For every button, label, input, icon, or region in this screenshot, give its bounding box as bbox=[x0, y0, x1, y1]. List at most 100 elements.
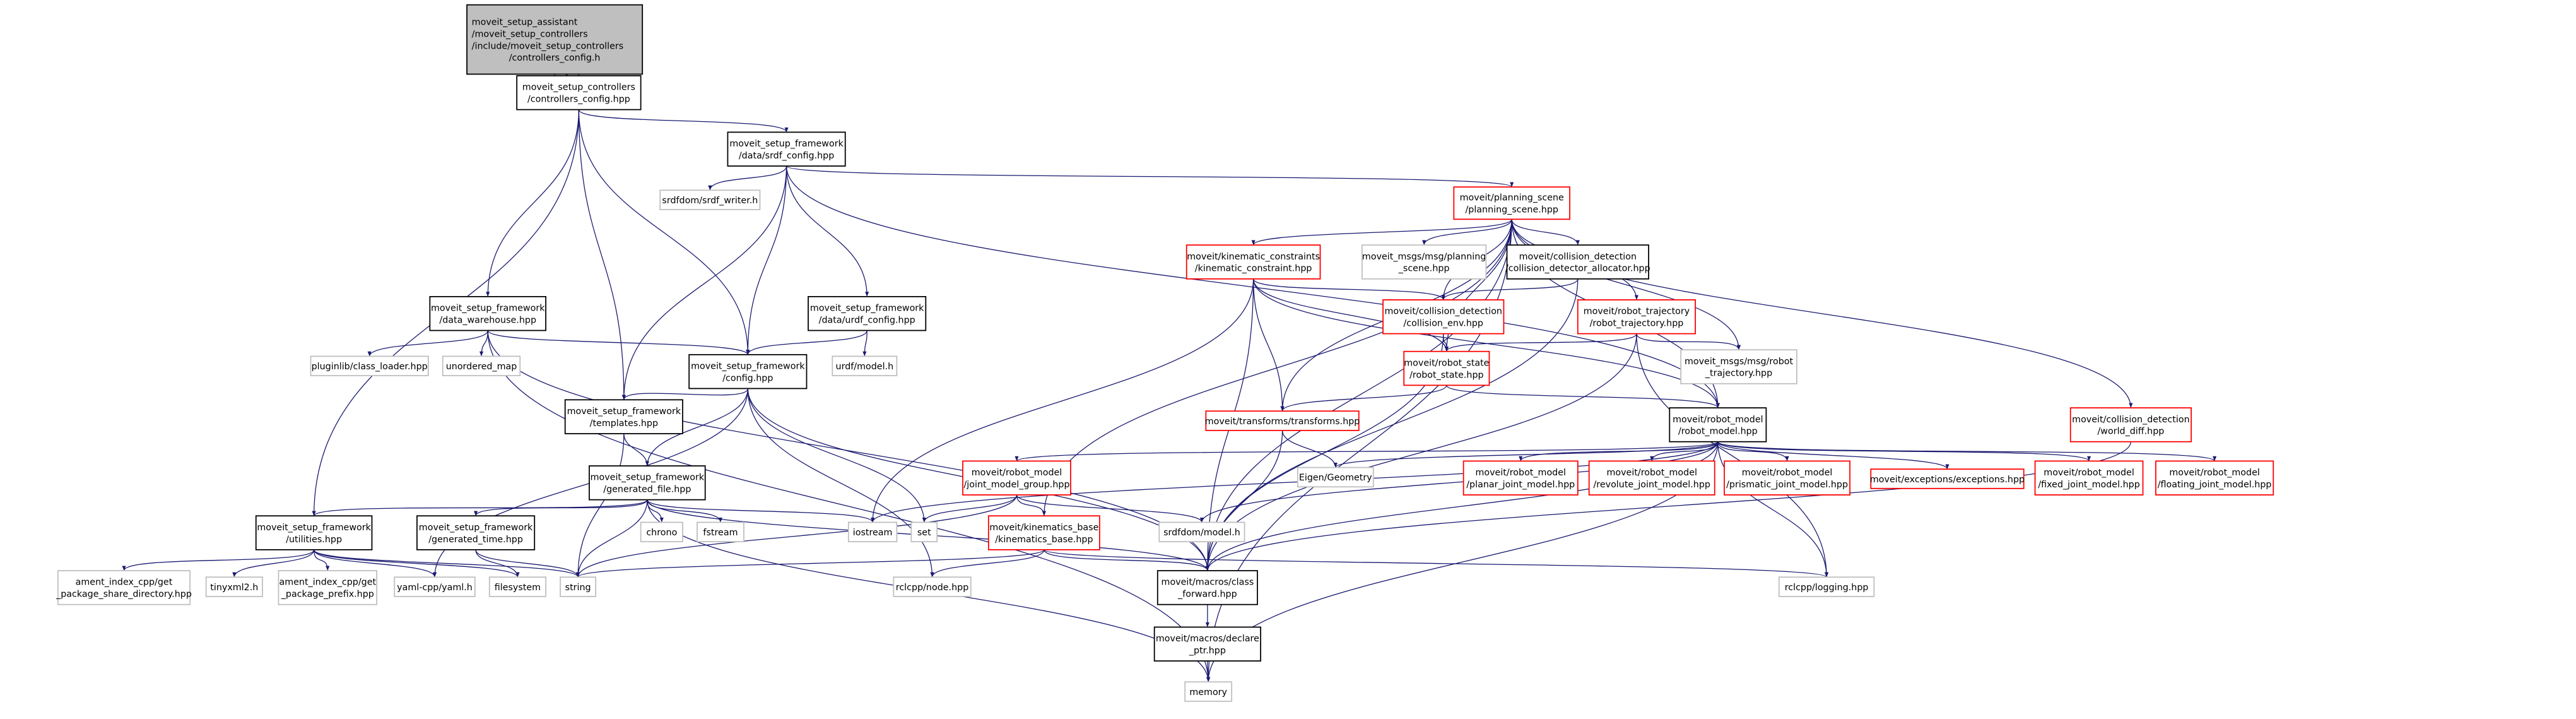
node-label: moveit/kinematics_base bbox=[989, 523, 1098, 533]
node-tpl[interactable]: moveit_setup_framework/templates.hpp bbox=[564, 399, 683, 434]
edge-config-to-tpl bbox=[621, 388, 748, 400]
node-umap[interactable]: unordered_map bbox=[442, 355, 521, 376]
node-box bbox=[1156, 570, 1258, 605]
node-label: _scene.hpp bbox=[1398, 264, 1450, 274]
node-wd[interactable]: moveit/collision_detection/world_diff.hp… bbox=[2069, 407, 2192, 443]
node-tinyxml[interactable]: tinyxml2.h bbox=[205, 576, 263, 597]
node-label: /robot_state.hpp bbox=[1409, 370, 1484, 380]
node-box bbox=[416, 515, 536, 550]
node-label: _package_prefix.hpp bbox=[281, 590, 374, 600]
node-box bbox=[1297, 466, 1374, 488]
node-urdfm[interactable]: urdf/model.h bbox=[832, 355, 898, 376]
node-srdfw[interactable]: srdfdom/srdf_writer.h bbox=[659, 189, 761, 210]
node-gf[interactable]: moveit_setup_framework/generated_file.hp… bbox=[589, 465, 706, 501]
node-yaml[interactable]: yaml-cpp/yaml.h bbox=[394, 576, 476, 597]
edge-rm-to-srdfm bbox=[1200, 441, 1719, 523]
node-urdf[interactable]: moveit_setup_framework/data/urdf_config.… bbox=[808, 296, 927, 331]
node-iostream[interactable]: iostream bbox=[847, 521, 898, 542]
node-kc[interactable]: moveit/kinematic_constraints/kinematic_c… bbox=[1185, 244, 1321, 280]
node-box bbox=[1361, 244, 1487, 280]
node-label: /prismatic_joint_model.hpp bbox=[1726, 480, 1848, 490]
node-set[interactable]: set bbox=[910, 521, 938, 542]
node-box bbox=[688, 354, 808, 389]
node-label: moveit/macros/class bbox=[1162, 578, 1254, 588]
node-prjm[interactable]: moveit/robot_model/prismatic_joint_model… bbox=[1724, 460, 1850, 496]
node-box bbox=[488, 576, 546, 597]
edge-gf-to-iostream bbox=[647, 499, 875, 523]
node-jmg[interactable]: moveit/robot_model/joint_model_group.hpp bbox=[962, 460, 1071, 496]
node-dw[interactable]: moveit_setup_framework/data_warehouse.hp… bbox=[429, 296, 546, 331]
node-rt[interactable]: moveit/robot_trajectory/robot_trajectory… bbox=[1577, 299, 1697, 335]
node-log[interactable]: rclcpp/logging.hpp bbox=[1778, 576, 1875, 597]
node-label: /collision_env.hpp bbox=[1404, 319, 1483, 329]
node-rjm[interactable]: moveit/robot_model/revolute_joint_model.… bbox=[1588, 460, 1715, 496]
node-fljm[interactable]: moveit/robot_model/floating_joint_model.… bbox=[2155, 460, 2274, 496]
edge-rm-to-pjm bbox=[1519, 441, 1719, 461]
node-cc[interactable]: moveit_setup_controllers/controllers_con… bbox=[516, 75, 642, 110]
node-exc[interactable]: moveit/exceptions/exceptions.hpp bbox=[1870, 468, 2025, 489]
node-node[interactable]: rclcpp/node.hpp bbox=[893, 576, 972, 597]
node-kb[interactable]: moveit/kinematics_base/kinematics_base.h… bbox=[987, 515, 1100, 550]
node-pjm[interactable]: moveit/robot_model/planar_joint_model.hp… bbox=[1462, 460, 1579, 496]
node-label: pluginlib/class_loader.hpp bbox=[312, 362, 428, 372]
node-label: /config.hpp bbox=[722, 373, 773, 383]
node-fs[interactable]: filesystem bbox=[488, 576, 546, 597]
edge-rm-to-eigen bbox=[1333, 441, 1719, 468]
node-box bbox=[1870, 468, 2025, 489]
node-gt[interactable]: moveit_setup_framework/generated_time.hp… bbox=[416, 515, 536, 550]
node-string[interactable]: string bbox=[560, 576, 597, 597]
node-box bbox=[893, 576, 972, 597]
node-box bbox=[1453, 186, 1570, 220]
edge-rm-to-fljm bbox=[1717, 441, 2216, 461]
edge-ps-to-cf bbox=[1205, 219, 1512, 571]
edge-rs-to-rm bbox=[1446, 384, 1720, 408]
node-root[interactable]: moveit_setup_assistant/moveit_setup_cont… bbox=[466, 4, 644, 75]
node-label: moveit_setup_framework bbox=[810, 304, 924, 314]
edge-srdf-to-srdfw bbox=[708, 165, 787, 191]
node-srdfm[interactable]: srdfdom/model.h bbox=[1158, 521, 1245, 542]
node-chrono[interactable]: chrono bbox=[640, 521, 683, 542]
node-mps[interactable]: moveit_msgs/msg/planning _scene.hpp bbox=[1361, 244, 1487, 280]
edge-config-to-set bbox=[747, 388, 926, 523]
node-util[interactable]: moveit_setup_framework/utilities.hpp bbox=[255, 515, 373, 550]
node-label: /robot_trajectory.hpp bbox=[1590, 319, 1684, 329]
edge-kc-to-iostream bbox=[871, 278, 1254, 523]
node-fstream[interactable]: fstream bbox=[697, 521, 744, 542]
node-cda[interactable]: moveit/collision_detection/collision_det… bbox=[1505, 244, 1650, 280]
node-amsd[interactable]: ament_index_cpp/get_package_share_direct… bbox=[56, 570, 192, 605]
node-fjm[interactable]: moveit/robot_model/fixed_joint_model.hpp bbox=[2034, 460, 2144, 496]
node-label: _package_share_directory.hpp bbox=[56, 590, 192, 600]
node-rm[interactable]: moveit/robot_model/robot_model.hpp bbox=[1669, 407, 1767, 443]
node-label: urdf/model.h bbox=[836, 362, 894, 372]
node-box bbox=[255, 515, 373, 550]
node-label: moveit_msgs/msg/robot bbox=[1685, 357, 1794, 367]
node-label: rclcpp/logging.hpp bbox=[1785, 583, 1869, 593]
node-label: _forward.hpp bbox=[1177, 590, 1237, 600]
edge-srdf-to-rm bbox=[785, 166, 1720, 408]
node-tf[interactable]: moveit/transforms/transforms.hpp bbox=[1205, 410, 1360, 431]
node-cf[interactable]: moveit/macros/class _forward.hpp bbox=[1156, 570, 1258, 605]
node-mrt[interactable]: moveit_msgs/msg/robot_trajectory.hpp bbox=[1680, 349, 1797, 384]
node-config[interactable]: moveit_setup_framework/config.hpp bbox=[688, 354, 808, 389]
node-memory[interactable]: memory bbox=[1184, 681, 1233, 702]
node-label: moveit_msgs/msg/planning bbox=[1362, 252, 1486, 262]
node-label: /generated_file.hpp bbox=[603, 485, 691, 495]
edge-ps-to-mps bbox=[1422, 219, 1512, 246]
node-box bbox=[1462, 460, 1579, 496]
node-plug[interactable]: pluginlib/class_loader.hpp bbox=[310, 355, 429, 376]
node-box bbox=[310, 355, 429, 376]
node-label: moveit/collision_detection bbox=[2072, 415, 2189, 425]
node-ampp[interactable]: ament_index_cpp/get_package_prefix.hpp bbox=[278, 570, 378, 605]
node-eigen[interactable]: Eigen/Geometry bbox=[1297, 466, 1374, 488]
edge-rt-to-log bbox=[1636, 333, 1829, 578]
edge-kb-to-log bbox=[1044, 549, 1828, 578]
edge-cc-to-srdf bbox=[578, 109, 789, 133]
node-ce[interactable]: moveit/collision_detection/collision_env… bbox=[1382, 299, 1505, 335]
node-label: chrono bbox=[646, 528, 677, 538]
edge-util-to-yaml bbox=[313, 549, 437, 578]
node-srdf[interactable]: moveit_setup_framework/data/srdf_config.… bbox=[727, 131, 846, 167]
node-rs[interactable]: moveit/robot_state/robot_state.hpp bbox=[1403, 350, 1490, 386]
node-dp[interactable]: moveit/macros/declare_ptr.hpp bbox=[1153, 626, 1262, 662]
node-ps[interactable]: moveit/planning_scene/planning_scene.hpp bbox=[1453, 186, 1570, 220]
